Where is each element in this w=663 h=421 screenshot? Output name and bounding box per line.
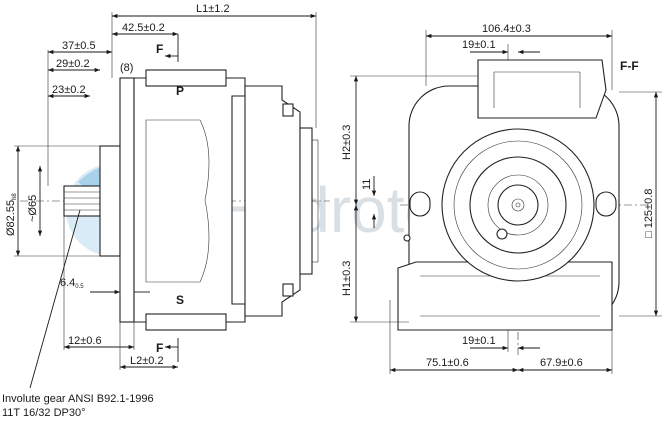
- cover-bolt-bottom: [282, 283, 294, 297]
- gear-note-leader: [29, 209, 81, 389]
- pressure-port-label: P: [176, 84, 184, 98]
- shaft-spline: [63, 185, 101, 217]
- dim-82-55-tolerance: h8: [12, 193, 18, 200]
- dim-65: ~Ø65: [27, 195, 39, 222]
- dim-37: 37±0.5: [62, 40, 96, 52]
- dim-6-4-value: 6.4: [60, 277, 75, 289]
- dim-H1: H1±0.3: [341, 261, 353, 296]
- flange-ring: [453, 140, 583, 270]
- dim-125: □ 125±0.8: [643, 189, 655, 238]
- dim-L2: L2±0.2: [130, 355, 164, 367]
- dim-8: (8): [120, 62, 133, 74]
- rear-cover: [244, 85, 301, 317]
- mounting-flange: [119, 77, 135, 323]
- shaft-spline-circle: [497, 184, 539, 226]
- section-title: F-F: [620, 59, 639, 73]
- gear-note-line1: Involute gear ANSI B92.1-1996: [2, 393, 154, 405]
- dim-23: 23±0.2: [52, 84, 86, 96]
- cover-bolt-top: [282, 103, 294, 117]
- dim-67-9: 67.9±0.6: [540, 357, 583, 369]
- gear-note-line2: 11T 16/32 DP30°: [2, 407, 86, 419]
- dim-H2: H2±0.3: [341, 125, 353, 160]
- front-suction-port: [397, 261, 613, 331]
- dim-6-4: 6.40.5: [60, 277, 84, 290]
- suction-port-label: S: [176, 293, 184, 307]
- dim-82-55-value: Ø82.55: [5, 200, 17, 236]
- dim-106-4: 106.4±0.3: [482, 23, 531, 35]
- shaft-center: [511, 198, 525, 212]
- mounting-slot-left: [409, 191, 431, 217]
- pilot-flange: [99, 145, 121, 257]
- dim-82-55: Ø82.55h8: [5, 193, 18, 236]
- locating-pin: [403, 234, 411, 242]
- dim-19-top: 19±0.1: [462, 39, 496, 51]
- mounting-slot-right: [595, 191, 617, 217]
- suction-port-boss: [145, 313, 227, 331]
- side-view: P S F F L1±1.2 42.5±0.2 37±0.5 29±0.2 (8…: [2, 3, 330, 419]
- dim-75-1: 75.1±0.6: [426, 357, 469, 369]
- pump-body: [133, 77, 246, 323]
- dim-6-4-tolerance: 0.5: [75, 284, 84, 290]
- front-pressure-port: [477, 59, 607, 119]
- dim-12: 12±0.6: [68, 335, 102, 347]
- shaft-outer-circle: [487, 174, 549, 236]
- pump-body-section: [145, 119, 210, 283]
- dim-42-5: 42.5±0.2: [122, 22, 165, 34]
- end-cap: [299, 127, 313, 275]
- dim-11: 11: [361, 179, 373, 190]
- section-F-top-label: F: [156, 42, 163, 56]
- dim-29: 29±0.2: [56, 58, 90, 70]
- dim-L1: L1±1.2: [196, 3, 230, 15]
- dim-19-bottom: 19±0.1: [462, 335, 496, 347]
- section-F-bottom-label: F: [156, 341, 163, 355]
- drain-port: [496, 228, 508, 240]
- pressure-port-boss: [145, 69, 227, 87]
- front-view: F-F 106.4±0.3: [341, 23, 662, 374]
